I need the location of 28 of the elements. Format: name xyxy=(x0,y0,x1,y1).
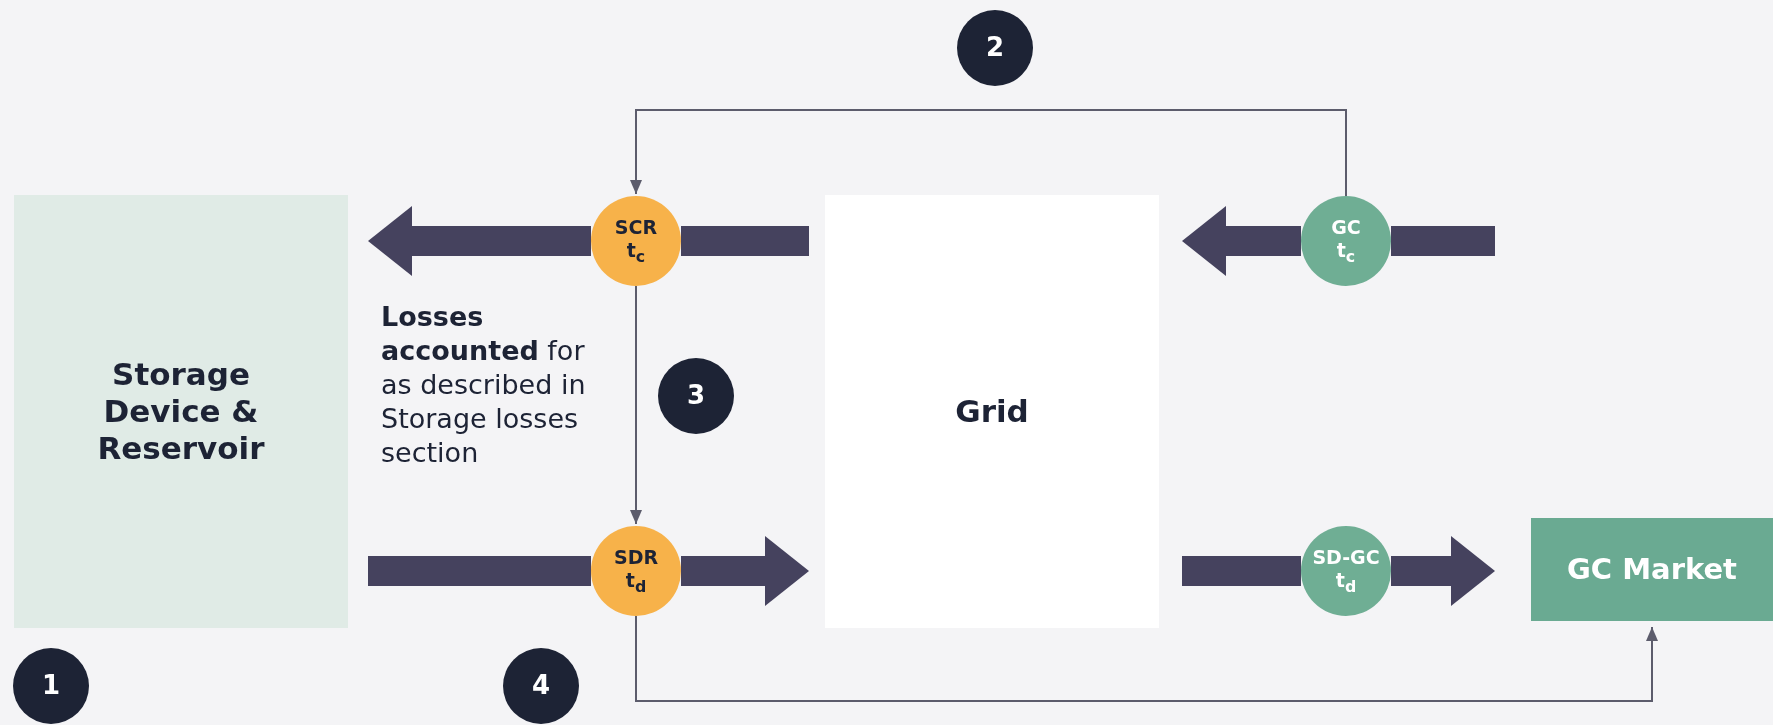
thick-arrow xyxy=(681,536,809,606)
node-label: SD-GC xyxy=(1312,546,1380,569)
node-label: 4 xyxy=(531,670,551,702)
thick-arrow xyxy=(1391,536,1495,606)
thick-connector-bar xyxy=(368,556,591,586)
node-label: t$_{c}$ xyxy=(1336,239,1356,266)
node-label: Storage Device & Reservoir xyxy=(96,355,266,468)
thick-connector-bar xyxy=(1182,556,1301,586)
connector-arrow xyxy=(630,109,1347,197)
thick-arrow xyxy=(1182,206,1301,276)
connector-arrow xyxy=(635,615,1658,702)
market-box xyxy=(1531,518,1773,621)
thick-arrow xyxy=(368,206,591,276)
note-text: Losses accounted for as described in Storage losses section xyxy=(381,300,587,471)
node-label: t$_{c}$ xyxy=(626,239,646,266)
node-label: 3 xyxy=(686,380,706,412)
node-label: GC xyxy=(1331,216,1361,239)
node-label: SCR xyxy=(614,216,658,239)
connector-arrow xyxy=(630,285,642,525)
node-label: 2 xyxy=(985,32,1005,64)
thick-connector-bar xyxy=(681,226,809,256)
node-label: SDR xyxy=(613,546,659,569)
node-label: t$_{d}$ xyxy=(625,569,647,596)
node-label: Grid xyxy=(955,392,1029,431)
node-label: GC Market xyxy=(1567,552,1737,587)
node-label: 1 xyxy=(41,670,61,702)
thick-connector-bar xyxy=(1391,226,1495,256)
node-label: t$_{d}$ xyxy=(1335,569,1357,596)
